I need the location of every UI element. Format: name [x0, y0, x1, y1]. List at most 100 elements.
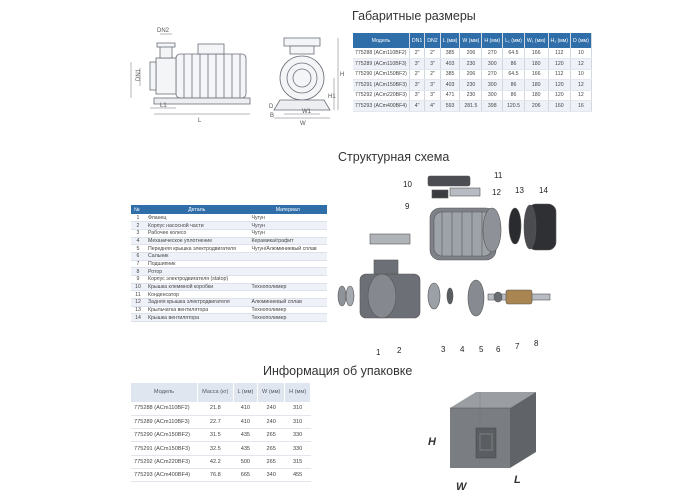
- packaging-header: L (мм): [233, 383, 259, 402]
- table-cell: 76.8: [197, 468, 234, 483]
- table-cell: 180: [524, 90, 549, 101]
- callout-8: 8: [534, 339, 539, 348]
- pump-side-drawing: DN2 DN1 L L1: [130, 28, 251, 124]
- table-cell: 2": [424, 69, 441, 80]
- table-cell: 8: [131, 267, 145, 276]
- table-cell: 31.5: [197, 428, 234, 443]
- callout-1: 1: [376, 348, 381, 357]
- table-cell: 300: [481, 79, 504, 91]
- table-cell: 3": [409, 90, 426, 101]
- dimensions-header: L (мм): [440, 33, 461, 48]
- packaging-header: Масса (кг): [197, 383, 234, 402]
- table-cell: 2": [409, 69, 426, 80]
- table-cell: 265: [257, 441, 285, 456]
- table-cell: 16: [570, 100, 592, 112]
- dimensions-header: H₁ (мм): [548, 33, 572, 48]
- callout-12: 12: [492, 188, 501, 197]
- w-label: W: [300, 121, 306, 126]
- table-cell: 593: [440, 100, 461, 112]
- table-cell: Механическое уплотнение: [145, 237, 249, 246]
- table-cell: 3": [409, 58, 426, 70]
- callout-7: 7: [515, 342, 520, 351]
- table-cell: 86: [502, 58, 525, 70]
- table-cell: 64.5: [502, 69, 525, 80]
- table-cell: 112: [548, 69, 572, 80]
- table-cell: 12: [570, 58, 592, 70]
- pump-front-drawing: W W1 H H1 D B: [269, 37, 344, 126]
- table-cell: 398: [481, 100, 504, 112]
- table-cell: 775288 (ACm110BF2): [131, 402, 198, 416]
- table-cell: 11: [131, 290, 145, 300]
- table-cell: 120: [548, 79, 572, 91]
- table-cell: 12: [570, 90, 592, 101]
- table-cell: 1: [131, 214, 145, 223]
- table-cell: 166: [524, 48, 549, 59]
- table-cell: 86: [502, 79, 525, 91]
- packaging-header: Модель: [131, 383, 198, 402]
- table-cell: 86: [502, 90, 525, 101]
- table-cell: 385: [440, 48, 461, 59]
- table-cell: 775293 (ACm400BF4): [131, 468, 198, 483]
- package-box-illustration: [450, 392, 536, 468]
- table-cell: 775289 (ACm110BF3): [131, 415, 198, 430]
- table-cell: 13: [131, 306, 145, 315]
- table-cell: 403: [440, 79, 461, 91]
- table-cell: 265: [257, 455, 285, 469]
- table-cell: [248, 275, 327, 284]
- table-cell: 3": [424, 58, 441, 70]
- table-cell: 300: [481, 58, 504, 70]
- packaging-header-row: Модель Масса (кг) L (мм) W (мм) H (мм): [131, 383, 311, 402]
- table-cell: Рабочее колесо: [145, 229, 249, 238]
- table-cell: 240: [257, 415, 285, 430]
- table-cell: [248, 260, 327, 269]
- dimensions-header: DN1: [409, 33, 426, 48]
- table-cell: 180: [524, 58, 549, 70]
- dimensions-header: H (мм): [481, 33, 504, 48]
- table-cell: [248, 252, 327, 261]
- table-cell: 42.2: [197, 455, 234, 469]
- packaging-header: H (мм): [284, 383, 311, 402]
- table-cell: Алюминиевый сплав: [248, 298, 327, 307]
- table-cell: 2: [131, 221, 145, 230]
- table-cell: 32.5: [197, 441, 234, 456]
- table-cell: Корпус электродвигателя (statop): [145, 275, 249, 284]
- table-cell: 775290 (ACm150BF2): [131, 428, 198, 443]
- table-cell: 410: [233, 415, 258, 430]
- table-cell: 775292 (ACm220BF3): [131, 455, 198, 469]
- table-cell: 6: [131, 252, 145, 261]
- table-cell: 265: [257, 428, 285, 443]
- table-cell: Чугун: [248, 221, 327, 230]
- table-cell: 330: [284, 428, 311, 443]
- table-cell: 471: [440, 90, 461, 101]
- table-cell: 9: [131, 275, 145, 284]
- table-cell: 281.5: [459, 100, 483, 112]
- parts-header: №: [131, 205, 145, 214]
- table-cell: Крышка вентилятора: [145, 313, 249, 323]
- dimensions-header-row: Модель DN1 DN2 L (мм) W (мм) H (мм) L₁ (…: [353, 33, 592, 48]
- table-cell: Чугун/Алюминиевый сплав: [248, 244, 327, 253]
- table-cell: 120.5: [502, 100, 525, 112]
- table-cell: 300: [481, 90, 504, 101]
- callout-9: 9: [405, 202, 410, 211]
- table-cell: 180: [524, 79, 549, 91]
- dimensions-header: DN2: [424, 33, 441, 48]
- callout-4: 4: [460, 345, 465, 354]
- table-cell: Крыльчатка вентилятора: [145, 306, 249, 315]
